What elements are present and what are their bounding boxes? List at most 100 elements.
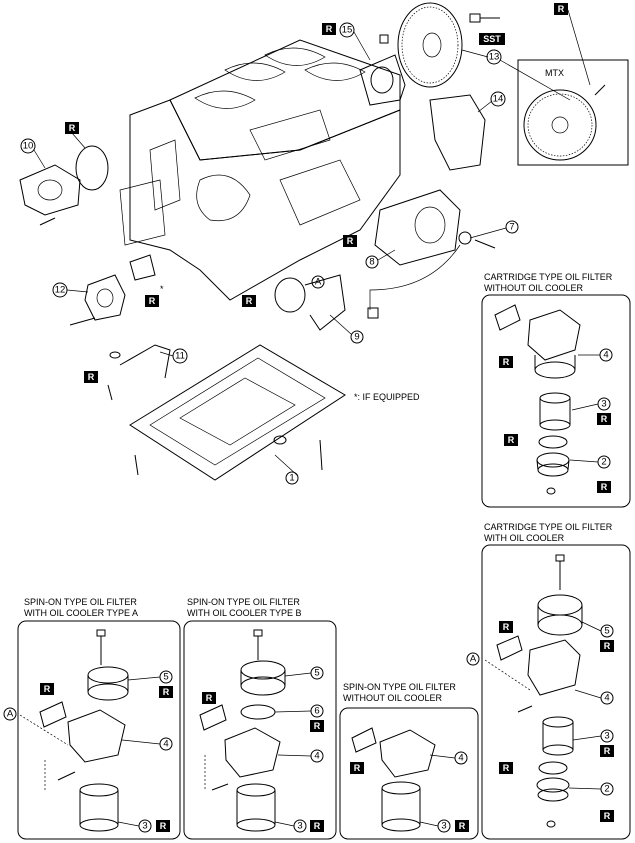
- callout-12: 12: [52, 282, 68, 298]
- svg-text:R: R: [558, 4, 565, 14]
- panel-cartridge-cooler: CARTRIDGE TYPE OIL FILTER WITH OIL COOLE…: [466, 522, 631, 840]
- callout-7: 7: [505, 220, 519, 234]
- svg-text:3: 3: [441, 821, 446, 832]
- panel-title-line1: SPIN-ON TYPE OIL FILTER: [187, 597, 300, 607]
- svg-text:A: A: [315, 277, 322, 288]
- svg-text:R: R: [347, 236, 354, 246]
- panel-title-line1: SPIN-ON TYPE OIL FILTER: [343, 682, 456, 692]
- svg-text:A: A: [470, 654, 477, 665]
- callout-3: 3: [138, 819, 152, 833]
- r-tag: R: [145, 295, 159, 307]
- panel-spin-cooler-a: SPIN-ON TYPE OIL FILTER WITH OIL COOLER …: [3, 597, 181, 840]
- r-tag: R: [322, 23, 336, 35]
- svg-text:R: R: [314, 721, 321, 731]
- r-tag: R: [600, 640, 614, 652]
- end-plate-14: [429, 94, 486, 171]
- callout-4: 4: [454, 751, 468, 765]
- callout-5: 5: [600, 624, 614, 638]
- oil-pump-12: [69, 254, 156, 326]
- r-tag: R: [499, 621, 513, 633]
- svg-text:12: 12: [55, 285, 66, 296]
- svg-text:5: 5: [314, 668, 319, 679]
- svg-text:R: R: [503, 357, 510, 367]
- rear-oil-seal-15: [359, 34, 406, 106]
- svg-text:R: R: [160, 821, 167, 831]
- svg-text:SST: SST: [483, 34, 501, 44]
- callout-1: 1: [285, 471, 299, 485]
- oil-strainer-11: [107, 344, 171, 401]
- svg-text:4: 4: [604, 693, 609, 704]
- svg-text:R: R: [604, 811, 611, 821]
- svg-text:R: R: [604, 641, 611, 651]
- callout-14: 14: [490, 91, 506, 107]
- svg-text:5: 5: [163, 672, 168, 683]
- svg-text:R: R: [88, 372, 95, 382]
- water-pump-10: [19, 145, 109, 226]
- svg-text:R: R: [326, 24, 333, 34]
- cylinder-block: [119, 39, 401, 301]
- svg-text:14: 14: [493, 94, 504, 105]
- bolt-13: [469, 13, 500, 23]
- svg-text:1: 1: [289, 473, 294, 484]
- callout-13: 13: [486, 49, 502, 65]
- panel-title-line1: SPIN-ON TYPE OIL FILTER: [24, 597, 137, 607]
- r-tag: R: [499, 762, 513, 774]
- r-tag: R: [600, 745, 614, 757]
- main-callouts: 1 7 8 9 10 11 12 13 14 15: [20, 22, 519, 485]
- svg-text:R: R: [604, 746, 611, 756]
- callout-8: 8: [365, 255, 379, 269]
- r-tag: R: [343, 235, 357, 247]
- svg-text:4: 4: [314, 751, 319, 762]
- svg-text:10: 10: [23, 141, 34, 152]
- panel-title-line2: WITHOUT OIL COOLER: [343, 693, 443, 703]
- r-tag: R: [156, 820, 170, 832]
- r-tag: R: [600, 810, 614, 822]
- callout-5: 5: [159, 670, 173, 684]
- callout-6: 6: [310, 704, 324, 718]
- svg-text:R: R: [69, 123, 76, 133]
- panel-title-line1: CARTRIDGE TYPE OIL FILTER: [484, 272, 613, 282]
- panel-spin-cooler-b: SPIN-ON TYPE OIL FILTER WITH OIL COOLER …: [183, 597, 337, 840]
- panel-title-line2: WITHOUT OIL COOLER: [484, 283, 584, 293]
- panel-spin-no-cooler: SPIN-ON TYPE OIL FILTER WITHOUT OIL COOL…: [339, 682, 479, 840]
- r-tag: R: [499, 356, 513, 368]
- callout-5: 5: [310, 666, 324, 680]
- callout-3: 3: [600, 729, 614, 743]
- r-tag: R: [242, 295, 256, 307]
- svg-text:A: A: [7, 709, 14, 720]
- callout-4: 4: [310, 749, 324, 763]
- svg-text:R: R: [44, 684, 51, 694]
- callout-11: 11: [172, 348, 188, 364]
- svg-text:R: R: [503, 763, 510, 773]
- svg-text:13: 13: [489, 52, 500, 63]
- svg-text:3: 3: [601, 399, 606, 410]
- sst-tag: SST: [479, 33, 505, 45]
- svg-text:R: R: [246, 296, 253, 306]
- water-outlet-9: [274, 274, 346, 331]
- callout-10: 10: [20, 138, 36, 154]
- svg-text:R: R: [503, 622, 510, 632]
- svg-text:R: R: [601, 414, 608, 424]
- callout-4: 4: [600, 691, 614, 705]
- r-tag: R: [310, 820, 324, 832]
- panel-cartridge-no-cooler: CARTRIDGE TYPE OIL FILTER WITHOUT OIL CO…: [481, 272, 631, 508]
- svg-text:7: 7: [509, 222, 514, 233]
- main-leaders: [33, 9, 591, 477]
- r-tag: R: [310, 720, 324, 732]
- r-tag: R: [597, 481, 611, 493]
- callout-2: 2: [597, 455, 611, 469]
- svg-text:R: R: [206, 693, 213, 703]
- point-a: A: [466, 652, 480, 666]
- svg-text:R: R: [354, 763, 361, 773]
- r-tag: R: [597, 413, 611, 425]
- svg-text:15: 15: [342, 25, 353, 36]
- svg-text:4: 4: [458, 753, 463, 764]
- if-equipped-note: *: IF EQUIPPED: [354, 392, 420, 402]
- callout-4: 4: [159, 737, 173, 751]
- callout-2: 2: [600, 782, 614, 796]
- svg-text:R: R: [149, 296, 156, 306]
- r-tag: R: [159, 686, 173, 698]
- r-tag: R: [350, 762, 364, 774]
- mtx-label: MTX: [545, 68, 564, 78]
